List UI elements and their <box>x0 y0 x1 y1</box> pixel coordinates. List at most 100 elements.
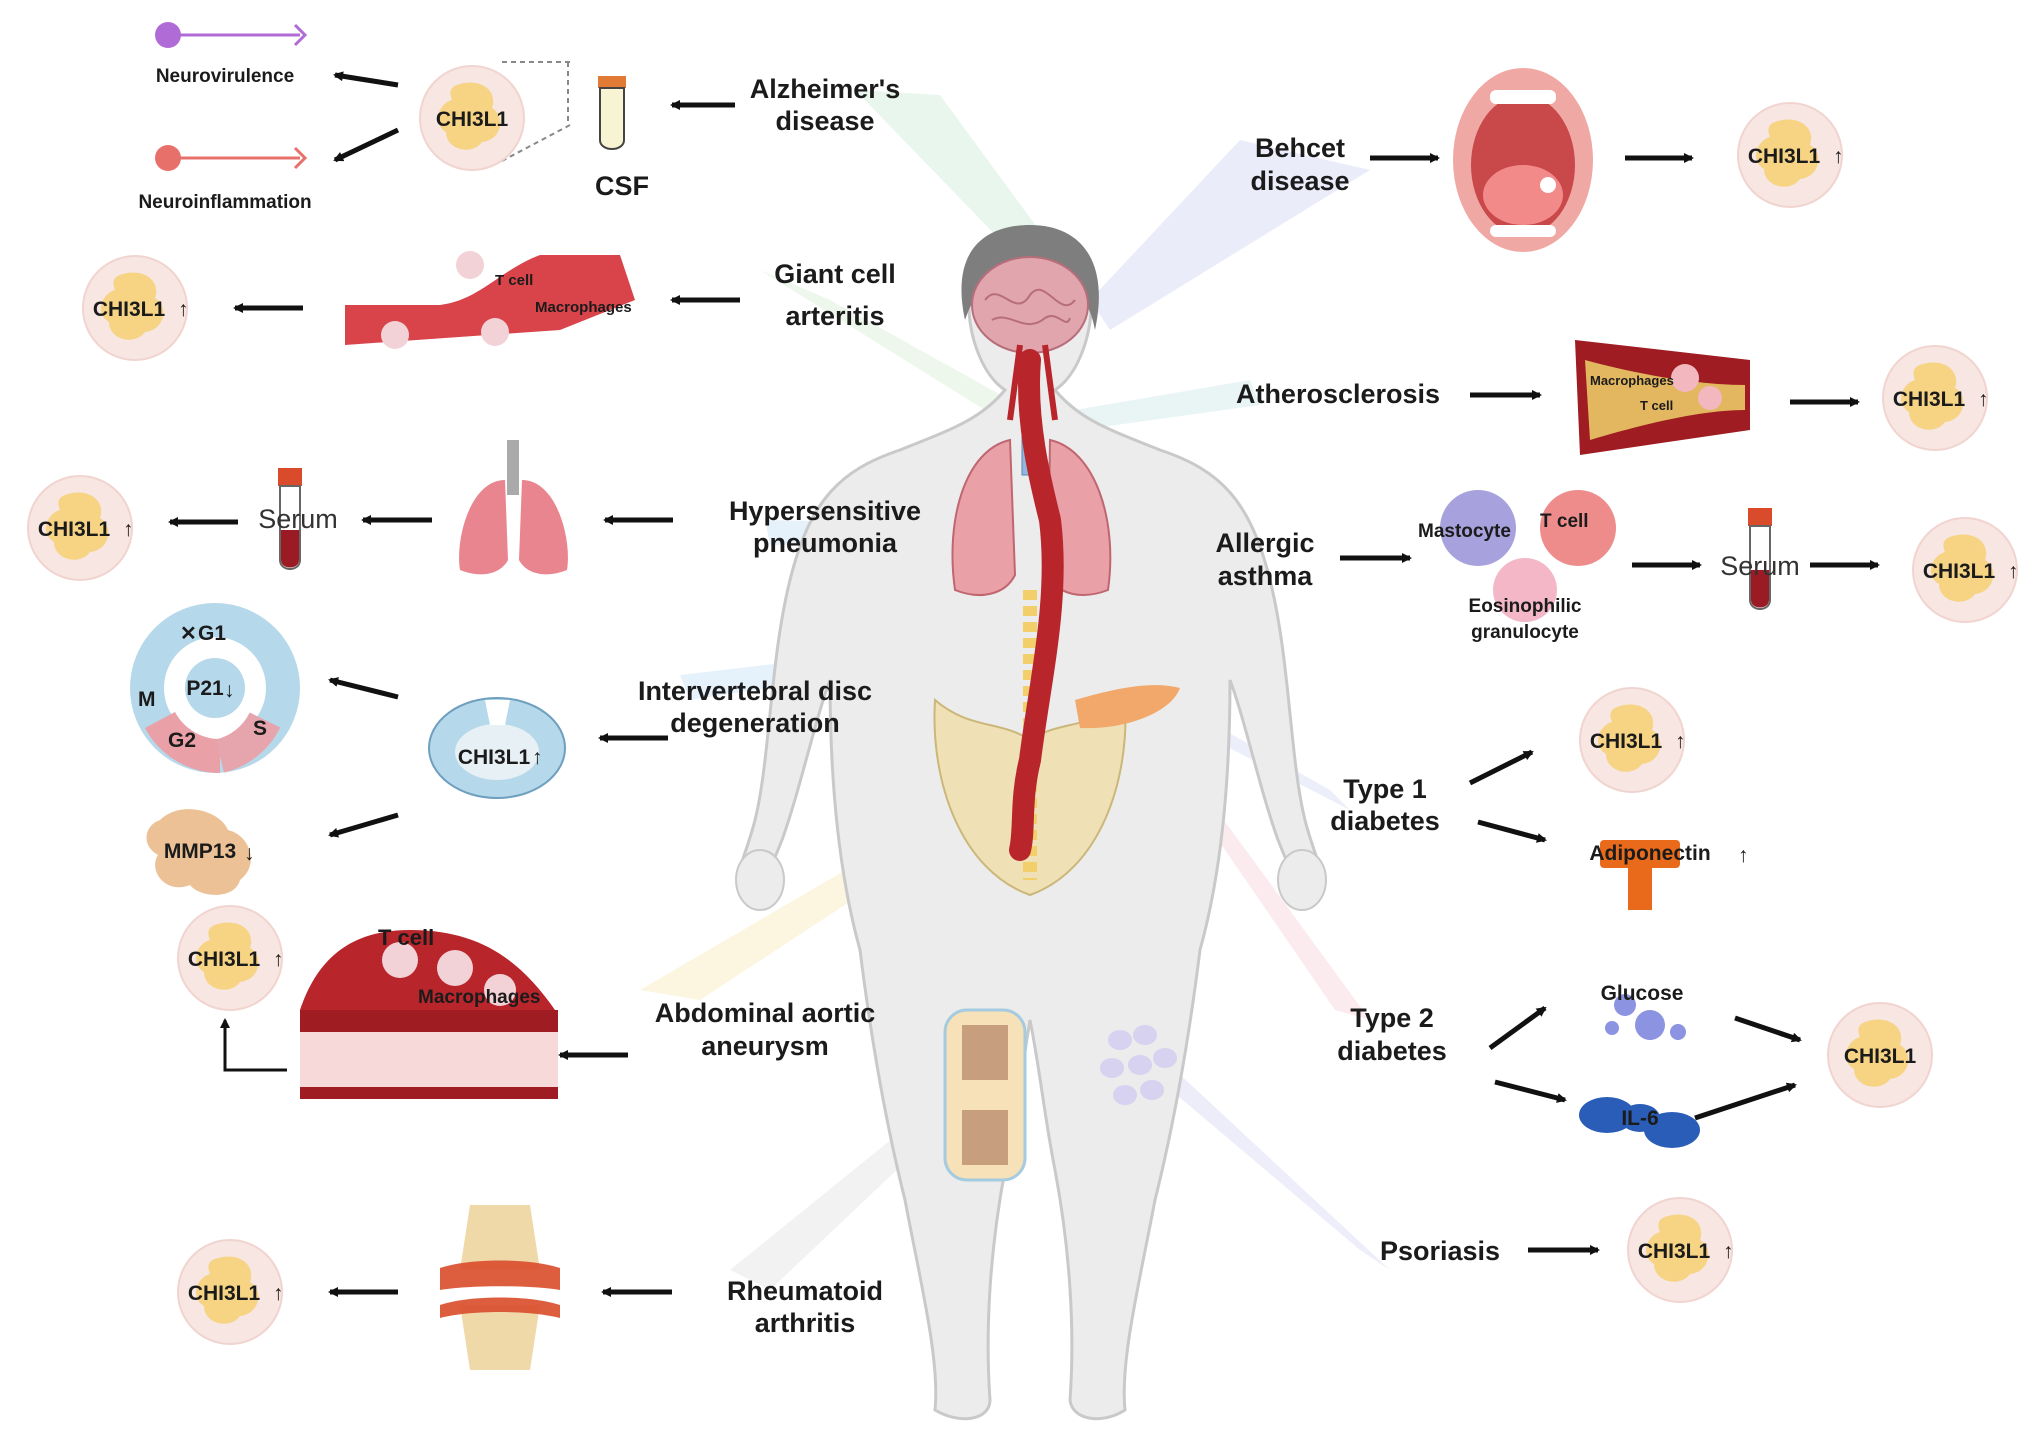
rheumatoid-arthritis-section: Rheumatoid arthritis CHI3L1 ↑ <box>177 1205 883 1370</box>
chi3l1-label: CHI3L1 <box>458 746 531 769</box>
up-arrow: ↑ <box>1738 844 1749 867</box>
arrow <box>1468 749 1534 786</box>
arrow <box>1734 1015 1802 1043</box>
t2d-label-line2: diabetes <box>1337 1036 1447 1066</box>
alzheimers-section: Alzheimer's disease CSF CHI3L1 Neuroviru… <box>138 22 900 213</box>
macrophages-label: Macrophages <box>535 299 632 316</box>
behcet-label-line2: disease <box>1250 166 1349 196</box>
psoriasis-label: Psoriasis <box>1380 1236 1500 1266</box>
lungs-icon <box>459 440 568 575</box>
il6-label: IL-6 <box>1621 1107 1658 1130</box>
t-cell-label: T cell <box>1540 511 1589 532</box>
csf-label: CSF <box>595 171 649 201</box>
t2d-label-line1: Type 2 <box>1350 1003 1434 1033</box>
immune-cells-icon <box>1440 490 1616 622</box>
asthma-label-line1: Allergic <box>1215 528 1314 558</box>
asthma-label-line2: asthma <box>1218 561 1314 591</box>
ivdd-label-line2: degeneration <box>670 708 840 738</box>
behcet-section: Behcet disease CHI3L1 ↑ <box>1250 68 1844 252</box>
m-phase-label: M <box>138 688 156 711</box>
giant-cell-label-line1: Giant cell <box>774 259 896 289</box>
svg-text:↑: ↑ <box>1675 730 1686 753</box>
g2-phase-label: G2 <box>168 729 196 752</box>
csf-tube-icon <box>598 76 626 150</box>
t-cell-label: T cell <box>1640 398 1673 413</box>
eosinophilic-label: Eosinophilic <box>1469 596 1582 617</box>
svg-text:↑: ↑ <box>1723 1240 1734 1263</box>
chi3l1-badge: CHI3L1 ↑ <box>27 475 134 581</box>
type2-diabetes-section: Type 2 diabetes Glucose IL-6 CHI3L1 <box>1337 982 1933 1148</box>
svg-text:↑: ↑ <box>273 948 284 971</box>
serum-label: Serum <box>1720 551 1800 581</box>
arrow <box>328 677 399 700</box>
chi3l1-badge: CHI3L1 <box>419 65 525 171</box>
allergic-asthma-section: Allergic asthma Mastocyte T cell Eosinop… <box>1215 490 2019 643</box>
chi3l1-badge: CHI3L1 <box>1827 1002 1933 1108</box>
down-arrow: ↓ <box>244 842 255 865</box>
type1-diabetes-section: Type 1 diabetes CHI3L1 ↑ Adiponectin ↑ <box>1330 687 1749 910</box>
neuron-icon <box>155 22 308 48</box>
glucose-icon <box>1605 994 1686 1040</box>
arrow <box>1494 1079 1567 1103</box>
aaa-section: Abdominal aortic aneurysm T cell Macroph… <box>177 905 876 1099</box>
svg-text:↑: ↑ <box>2008 560 2019 583</box>
cell-cycle-ring-icon <box>130 603 300 773</box>
g1-label: G1 <box>198 622 226 645</box>
il6-icon <box>1579 1097 1700 1148</box>
s-phase-label: S <box>253 717 267 740</box>
macrophages-label: Macrophages <box>418 987 540 1008</box>
arrow <box>220 1018 287 1072</box>
svg-text:CHI3L1: CHI3L1 <box>188 948 261 971</box>
chi3l1-badge: CHI3L1 ↑ <box>1882 345 1989 451</box>
ivdd-label-line1: Intervertebral disc <box>638 676 872 706</box>
chi3l1-badge: CHI3L1 ↑ <box>1627 1197 1734 1303</box>
arrow <box>1488 1005 1547 1051</box>
disc-icon <box>428 697 566 799</box>
behcet-label-line1: Behcet <box>1255 133 1345 163</box>
ra-label-line1: Rheumatoid <box>727 1276 883 1306</box>
alzheimers-label-line2: disease <box>775 106 874 136</box>
neurovirulence-label: Neurovirulence <box>156 66 294 87</box>
t-cell-label: T cell <box>495 272 533 289</box>
svg-text:↑: ↑ <box>123 518 134 541</box>
macrophages-label: Macrophages <box>1590 373 1674 388</box>
adiponectin-icon <box>1600 840 1680 910</box>
p21-label: P21 <box>186 677 224 700</box>
arrow <box>333 71 399 88</box>
ra-label-line2: arthritis <box>755 1308 856 1338</box>
svg-text:↑: ↑ <box>178 298 189 321</box>
granulocyte-label: granulocyte <box>1471 622 1579 643</box>
hypersensitive-label-line1: Hypersensitive <box>729 496 921 526</box>
svg-text:CHI3L1: CHI3L1 <box>1638 1240 1711 1263</box>
aneurysm-wall-icon <box>300 930 558 1099</box>
aaa-label-line1: Abdominal aortic <box>655 998 876 1028</box>
svg-text:CHI3L1: CHI3L1 <box>188 1282 261 1305</box>
svg-text:CHI3L1: CHI3L1 <box>93 298 166 321</box>
t1d-label-line1: Type 1 <box>1343 774 1427 804</box>
atherosclerosis-section: Atherosclerosis Macrophages T cell CHI3L… <box>1236 340 1989 455</box>
giant-cell-label-line2: arteritis <box>785 301 884 331</box>
artery-vessel-icon <box>345 251 635 349</box>
glucose-label: Glucose <box>1601 982 1684 1005</box>
chi3l1-badge: CHI3L1 ↑ <box>1579 687 1686 793</box>
svg-text:CHI3L1: CHI3L1 <box>1923 560 1996 583</box>
arrow <box>333 127 400 163</box>
serum-tube-icon <box>278 468 302 570</box>
svg-text:CHI3L1: CHI3L1 <box>1893 388 1966 411</box>
down-arrow: ↓ <box>224 679 235 702</box>
mastocyte-label: Mastocyte <box>1418 521 1511 542</box>
knee-joint-icon <box>440 1205 560 1370</box>
aaa-label-line2: aneurysm <box>701 1031 829 1061</box>
svg-text:CHI3L1: CHI3L1 <box>38 518 111 541</box>
chi3l1-badge: CHI3L1 ↑ <box>177 905 284 1011</box>
svg-text:CHI3L1: CHI3L1 <box>1748 145 1821 168</box>
hypersensitive-pneumonia-section: Hypersensitive pneumonia Serum CHI3L1 ↑ <box>27 440 921 581</box>
serum-tube-icon <box>1748 508 1772 610</box>
arrow <box>328 812 399 838</box>
hypersensitive-label-line2: pneumonia <box>753 528 898 558</box>
svg-text:↑: ↑ <box>1833 145 1844 168</box>
t1d-label-line2: diabetes <box>1330 806 1440 836</box>
chi3l1-badge: CHI3L1 ↑ <box>177 1239 284 1345</box>
svg-text:↑: ↑ <box>1978 388 1989 411</box>
